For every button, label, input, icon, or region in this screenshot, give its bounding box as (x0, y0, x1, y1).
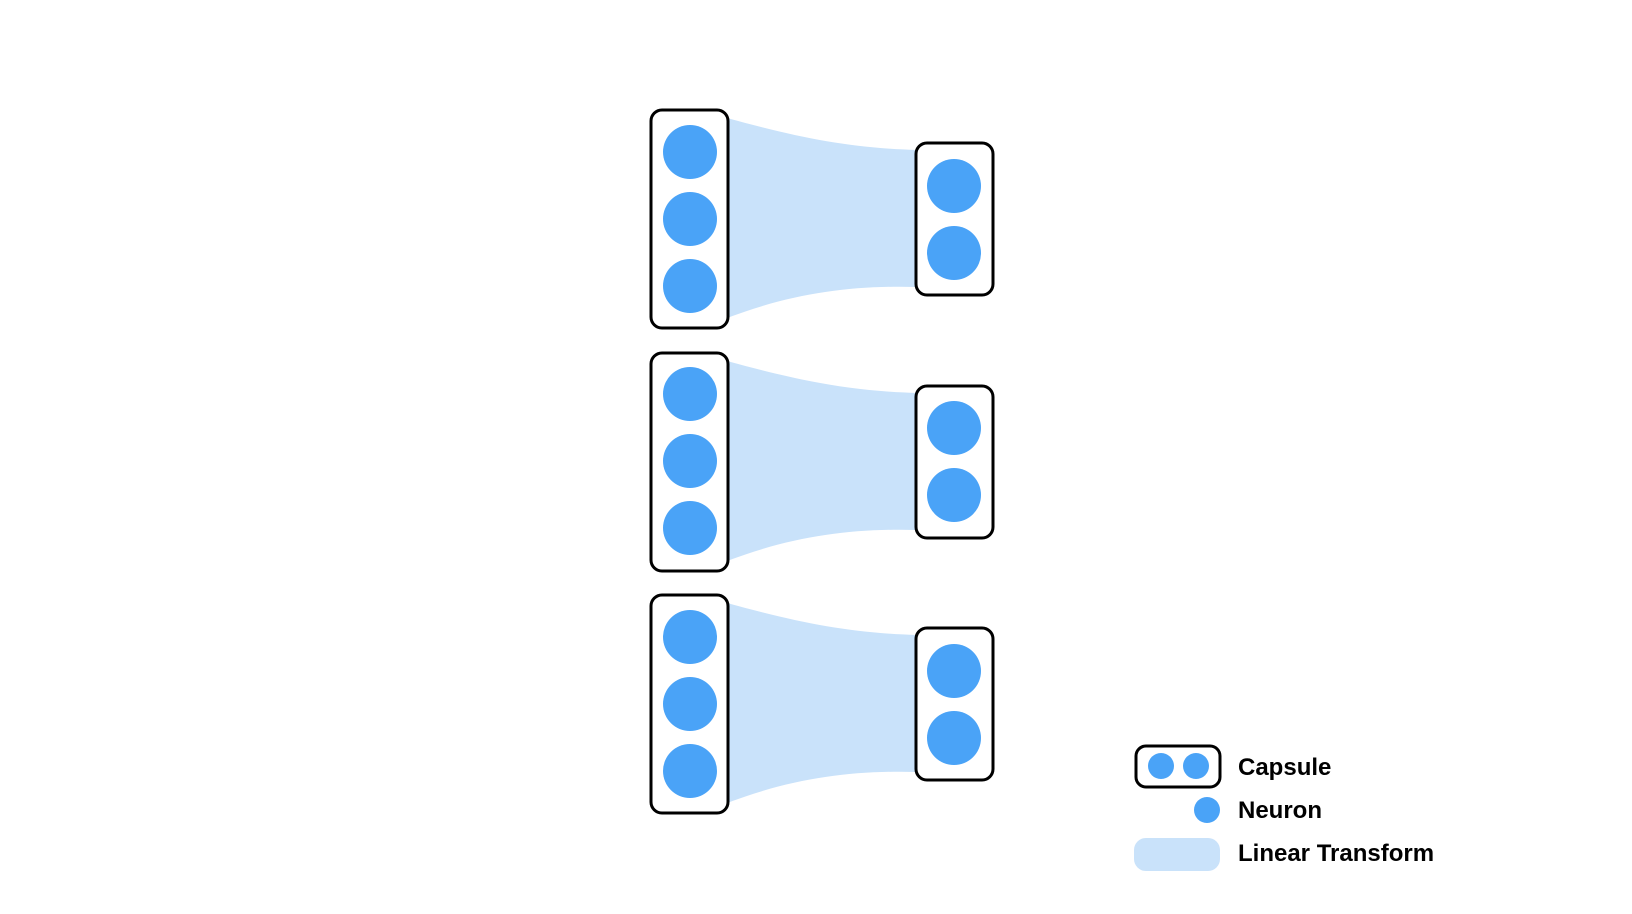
legend-neuron-label: Neuron (1238, 797, 1322, 824)
output-neuron (927, 226, 981, 280)
output-capsule (914, 141, 995, 297)
input-capsule (649, 593, 730, 815)
legend-capsule-label: Capsule (1238, 754, 1331, 781)
legend-transform-label: Linear Transform (1238, 840, 1434, 867)
legend-transform-icon (1134, 838, 1220, 871)
legend-capsule-item: Capsule (1134, 744, 1331, 789)
input-neuron (663, 367, 717, 421)
output-neuron (927, 468, 981, 522)
output-neuron (927, 401, 981, 455)
output-neuron (927, 644, 981, 698)
legend-neuron-item: Neuron (1194, 797, 1322, 824)
input-capsule (649, 108, 730, 330)
output-capsule (914, 384, 995, 540)
input-neuron (663, 434, 717, 488)
legend: Capsule Neuron Linear Transform (1134, 744, 1434, 871)
legend-capsule-neuron-icon (1148, 753, 1174, 779)
input-neuron (663, 744, 717, 798)
output-capsule (914, 626, 995, 782)
input-neuron (663, 259, 717, 313)
legend-capsule-neuron-icon (1183, 753, 1209, 779)
output-neuron (927, 159, 981, 213)
output-neuron (927, 711, 981, 765)
capsule-group-3 (649, 593, 995, 815)
legend-transform-item: Linear Transform (1134, 838, 1434, 871)
capsule-group-1 (649, 108, 995, 330)
input-neuron (663, 192, 717, 246)
legend-capsule-icon (1134, 744, 1222, 789)
legend-neuron-icon (1194, 797, 1220, 823)
linear-transform-band (727, 361, 917, 561)
linear-transform-band (727, 118, 917, 318)
input-neuron (663, 677, 717, 731)
input-neuron (663, 125, 717, 179)
linear-transform-band (727, 603, 917, 803)
input-neuron (663, 610, 717, 664)
capsule-group-2 (649, 351, 995, 573)
input-capsule (649, 351, 730, 573)
input-neuron (663, 501, 717, 555)
